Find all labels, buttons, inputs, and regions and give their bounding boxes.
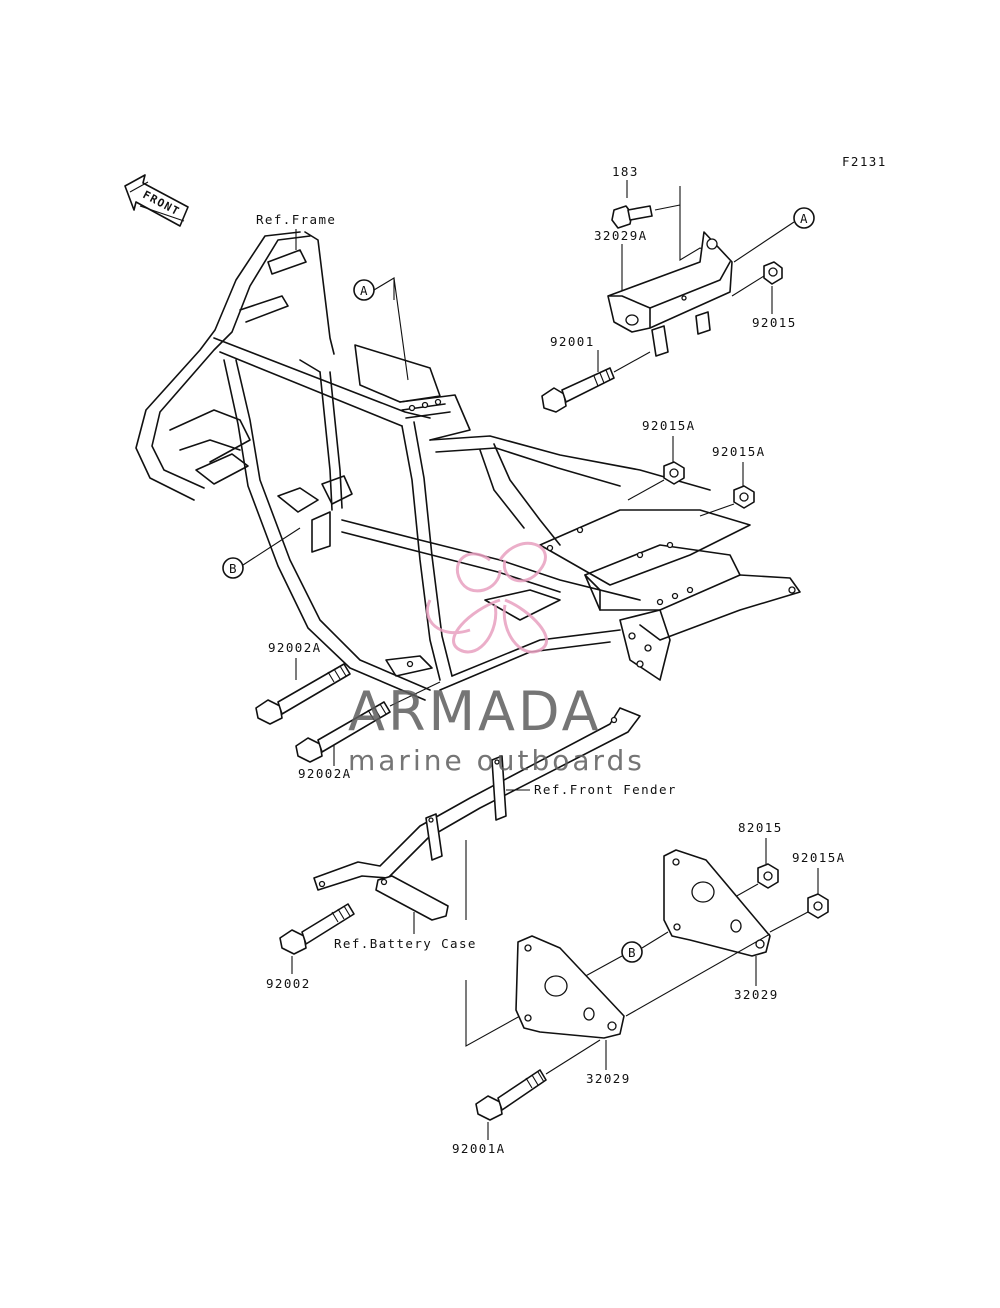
leader-92015A-3b — [769, 911, 809, 933]
leader-plate-link — [625, 933, 771, 1017]
part-92015A-label-3: 92015A — [792, 850, 846, 865]
callout-a-frame: A — [353, 277, 409, 381]
svg-text:B: B — [229, 561, 238, 576]
part-92002-label: 92002 — [266, 976, 311, 991]
callout-b-plate: B — [559, 931, 669, 991]
ref-front-fender-label: Ref.Front Fender — [534, 782, 677, 797]
part-32029A-label: 32029A — [594, 228, 648, 243]
bolt-183 — [611, 205, 653, 229]
leader-92002A-2b — [389, 681, 441, 707]
nut-82015 — [757, 863, 779, 889]
bolt-92001 — [541, 367, 615, 413]
front-fender-stay — [313, 707, 641, 891]
frame-drawing — [135, 231, 801, 701]
leader-92001-b — [613, 351, 651, 373]
part-32029-label-2: 32029 — [586, 1071, 631, 1086]
leader-92001A-b — [545, 1039, 601, 1075]
plate-32029-upper — [663, 849, 771, 957]
ref-frame-label: Ref.Frame — [256, 212, 336, 227]
svg-text:A: A — [800, 211, 809, 226]
leader-92015-b — [731, 275, 765, 297]
part-92001-label: 92001 — [550, 334, 595, 349]
ref-battery-case-label: Ref.Battery Case — [334, 936, 477, 951]
svg-text:A: A — [360, 283, 369, 298]
nut-92015A-2 — [733, 485, 755, 509]
part-92002A-label-1: 92002A — [268, 640, 322, 655]
callout-a-bracket: A — [733, 207, 815, 263]
part-92001A-label: 92001A — [452, 1141, 506, 1156]
figure-code: F2131 — [842, 154, 887, 169]
leader-183 — [626, 180, 711, 261]
armada-logo-icon — [425, 541, 548, 654]
battery-case-bracket — [375, 875, 449, 921]
watermark-brand: ARMADA — [348, 680, 602, 743]
part-92015-label: 92015 — [752, 315, 797, 330]
part-32029-label-1: 32029 — [734, 987, 779, 1002]
bracket-32029A — [607, 231, 733, 357]
part-82015-label: 82015 — [738, 820, 783, 835]
callout-b-frame: B — [222, 527, 301, 579]
nut-92015 — [763, 261, 783, 285]
plate-32029-lower — [515, 935, 625, 1039]
watermark-tagline: marine outboards — [348, 744, 645, 777]
front-arrow-icon: FRONT — [124, 174, 189, 227]
bolt-92002A-1 — [255, 663, 351, 725]
part-183-label: 183 — [612, 164, 639, 179]
svg-text:B: B — [628, 945, 637, 960]
bolt-92001A — [475, 1069, 547, 1121]
leader-92015A-2b — [699, 503, 735, 517]
part-92015A-label-1: 92015A — [642, 418, 696, 433]
leader-92015A-1b — [627, 479, 665, 501]
group-leader — [465, 840, 521, 1047]
nut-92015A-3 — [807, 893, 829, 919]
part-92002A-label-2: 92002A — [298, 766, 352, 781]
bolt-92002A-2 — [295, 701, 391, 763]
nut-92015A-1 — [663, 461, 685, 485]
bolt-92002 — [279, 903, 355, 955]
part-92015A-label-2: 92015A — [712, 444, 766, 459]
armada-watermark: ARMADA marine outboards — [348, 541, 645, 777]
